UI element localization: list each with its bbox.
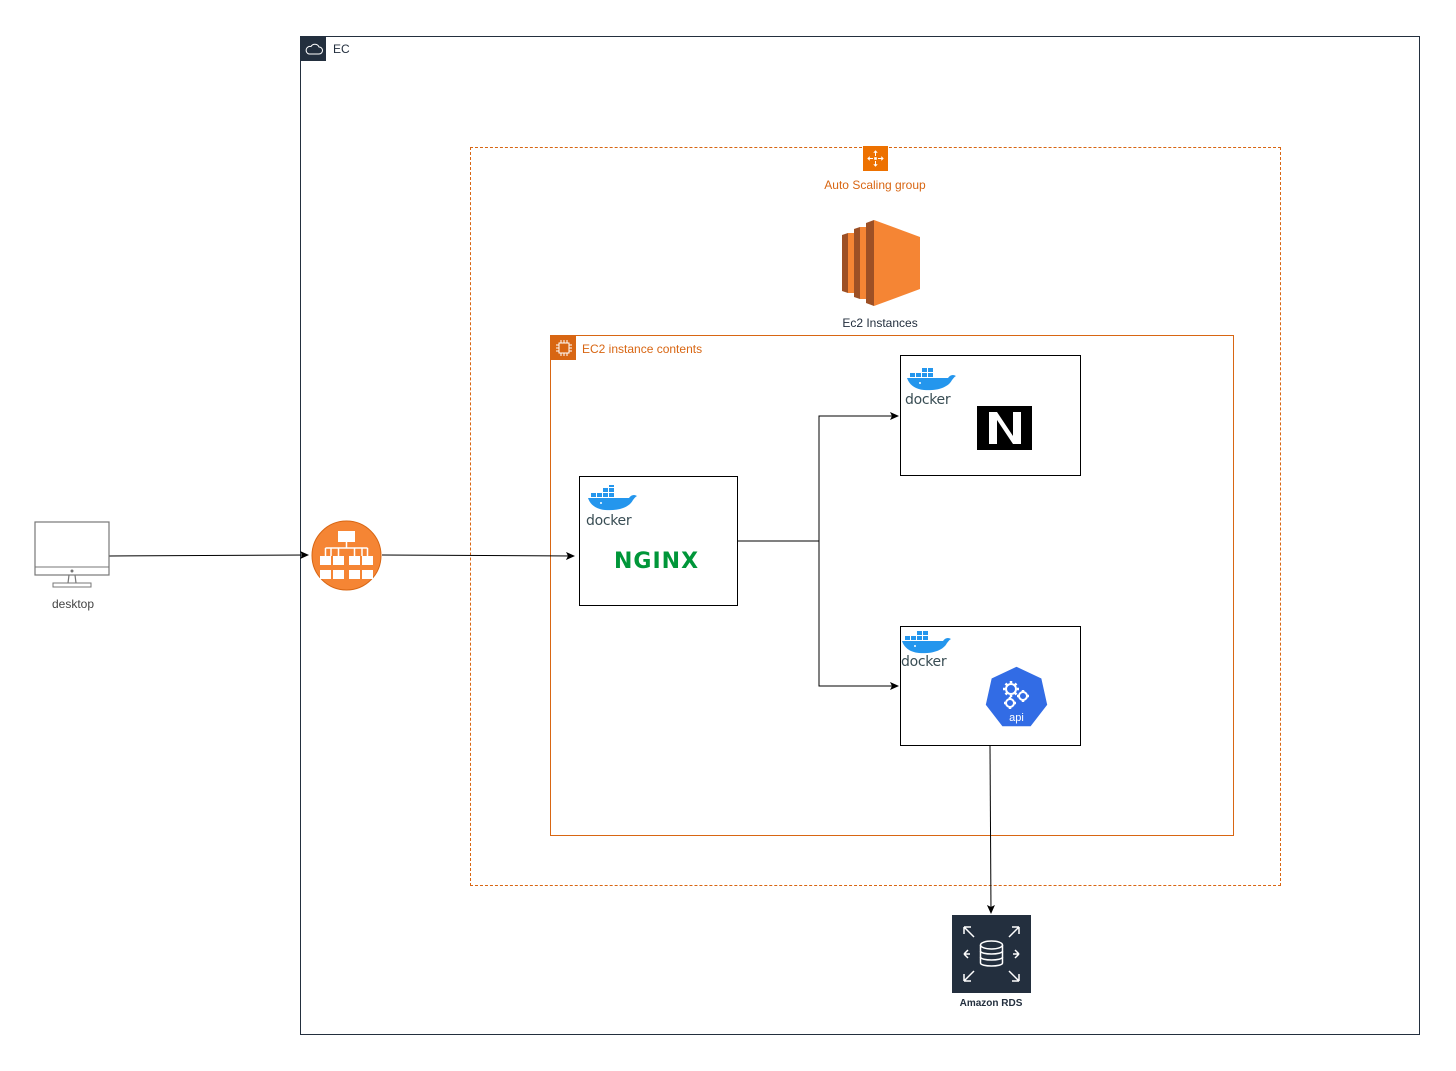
docker-icon <box>906 365 958 396</box>
api-container: docker api <box>900 626 1081 746</box>
load-balancer-icon <box>311 520 382 591</box>
ec2-icon <box>842 217 920 309</box>
nginx-container: docker NGINX <box>579 476 738 606</box>
edge-nginx-to-api <box>818 541 899 690</box>
edge-api-to-rds <box>986 745 995 914</box>
auto-scaling-icon <box>863 146 888 171</box>
cloud-group-title: EC <box>333 42 350 56</box>
auto-scaling-group-title: Auto Scaling group <box>824 178 926 192</box>
kubernetes-api-icon: api <box>983 665 1050 731</box>
docker-icon <box>901 628 953 659</box>
docker-icon <box>587 484 639 516</box>
api-badge-label: api <box>1009 712 1024 724</box>
rds-label: Amazon RDS <box>959 998 1023 1009</box>
docker-wordmark: docker <box>905 392 951 408</box>
edge-desktop-to-elb <box>108 551 309 560</box>
nextjs-icon <box>977 406 1032 455</box>
desktop-label: desktop <box>51 597 95 611</box>
cloud-group <box>300 36 1420 1035</box>
edge-elb-to-nginx <box>381 551 575 560</box>
nextjs-container: docker <box>900 355 1081 476</box>
desktop-icon <box>34 521 110 589</box>
ec2-contents-group <box>550 335 1234 836</box>
docker-wordmark: docker <box>901 654 947 670</box>
ec2-contents-title: EC2 instance contents <box>582 342 703 356</box>
edge-nginx-to-next <box>818 412 899 541</box>
chip-icon <box>551 336 576 360</box>
docker-wordmark: docker <box>586 513 632 529</box>
rds-icon <box>952 915 1031 993</box>
nginx-logo: NGINX <box>614 549 700 574</box>
ec2-instances-label: Ec2 Instances <box>842 316 918 330</box>
cloud-icon <box>301 37 326 61</box>
